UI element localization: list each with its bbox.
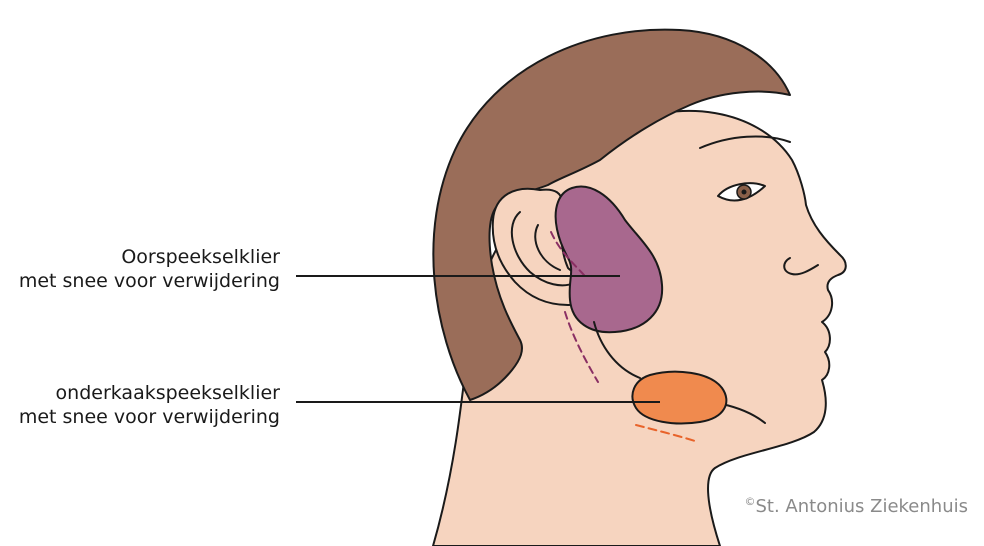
parotid-label-line1: Oorspeekselklier bbox=[19, 245, 280, 269]
submandibular-label-line2: met snee voor verwijdering bbox=[19, 405, 280, 429]
submandibular-gland bbox=[632, 372, 726, 424]
parotid-label: Oorspeekselklier met snee voor verwijder… bbox=[19, 245, 280, 293]
copyright-notice: ©St. Antonius Ziekenhuis bbox=[744, 495, 968, 517]
eye-pupil bbox=[742, 190, 747, 195]
copyright-text: St. Antonius Ziekenhuis bbox=[755, 496, 968, 517]
parotid-label-line2: met snee voor verwijdering bbox=[19, 269, 280, 293]
submandibular-label-line1: onderkaakspeekselklier bbox=[19, 381, 280, 405]
copyright-symbol: © bbox=[744, 495, 755, 508]
submandibular-label: onderkaakspeekselklier met snee voor ver… bbox=[19, 381, 280, 429]
